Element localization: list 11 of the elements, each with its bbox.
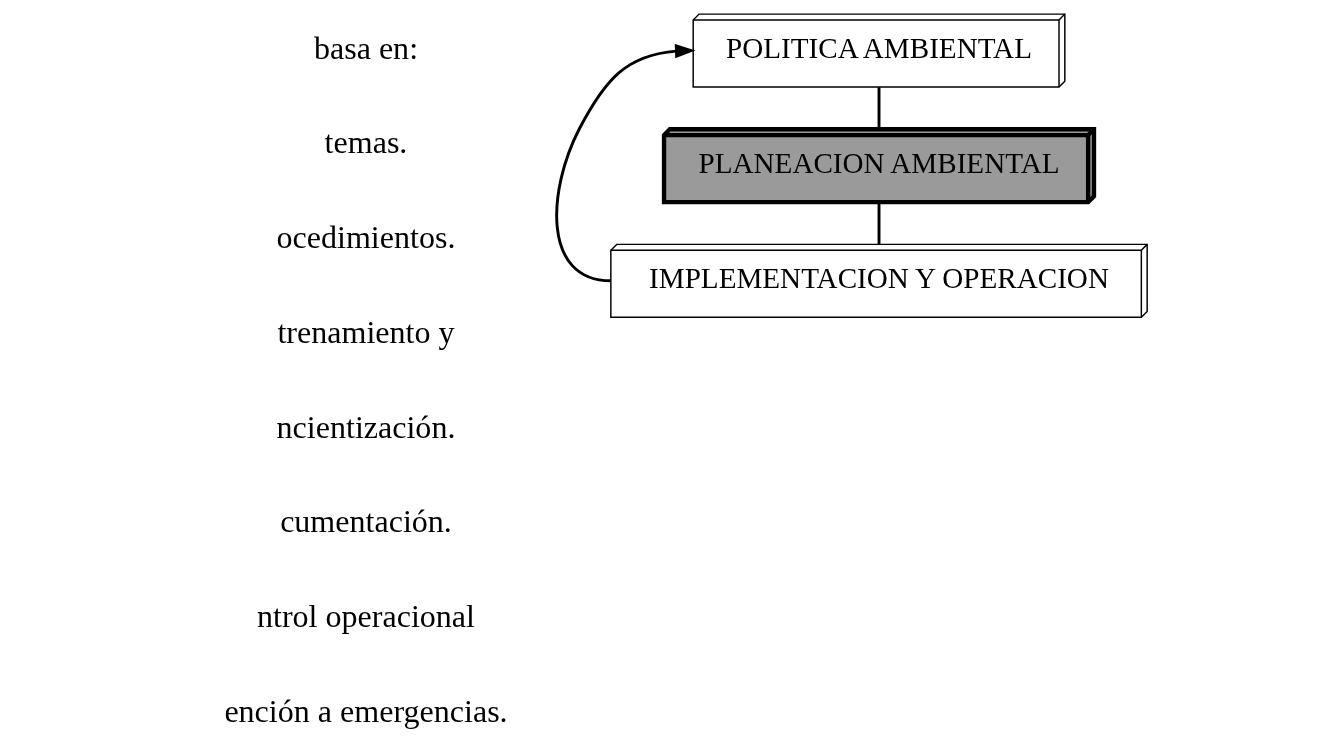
label: cumentación. — [279, 503, 452, 540]
label: basa en: — [313, 29, 418, 66]
connector — [877, 87, 880, 129]
label: ncientización. — [276, 408, 455, 445]
connector — [877, 202, 880, 244]
label: temas. — [324, 124, 407, 161]
arrow — [554, 44, 695, 283]
label: ocedimientos. — [276, 219, 455, 256]
label: ención a emergencias. — [223, 692, 508, 729]
label: trenamiento y — [276, 313, 455, 350]
label: ntrol operacional — [256, 598, 475, 635]
